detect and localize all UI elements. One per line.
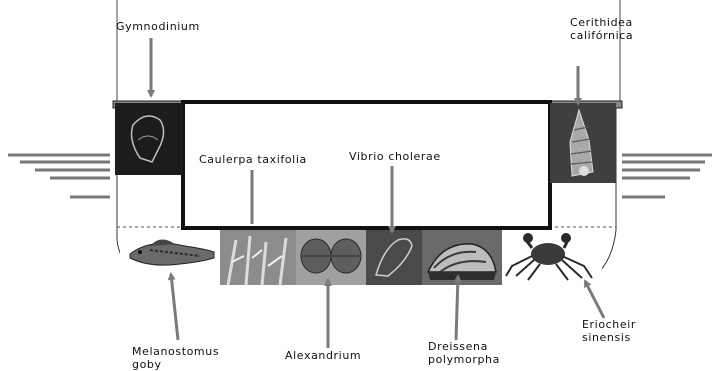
eriocheir-sinensis-image xyxy=(502,230,602,285)
label-gymnodinium: Gymnodinium xyxy=(116,20,200,33)
water-lines-right xyxy=(622,155,712,197)
alexandrium-image xyxy=(296,230,366,285)
label-dreissena: Dreissena polymorpha xyxy=(428,340,500,366)
label-alexandrium: Alexandrium xyxy=(285,349,361,362)
arrow-dreissena xyxy=(456,276,458,340)
vibrio-cholerae-image xyxy=(366,230,422,285)
dreissena-polymorpha-image xyxy=(422,230,502,285)
arrow-eriocheir xyxy=(585,281,604,318)
label-eriocheir: Eriocheir sinensis xyxy=(582,318,636,344)
label-cerithidea: Cerithidea califórnica xyxy=(570,16,633,42)
caulerpa-taxifolia-image xyxy=(220,230,296,285)
label-caulerpa: Caulerpa taxifolia xyxy=(199,153,307,166)
cerithidea-image xyxy=(550,103,616,183)
gymnodinium-image xyxy=(115,103,183,175)
label-vibrio: Vibrio cholerae xyxy=(349,150,441,163)
water-lines-left xyxy=(8,155,110,197)
label-melanostomus: Melanostomus goby xyxy=(132,345,219,371)
